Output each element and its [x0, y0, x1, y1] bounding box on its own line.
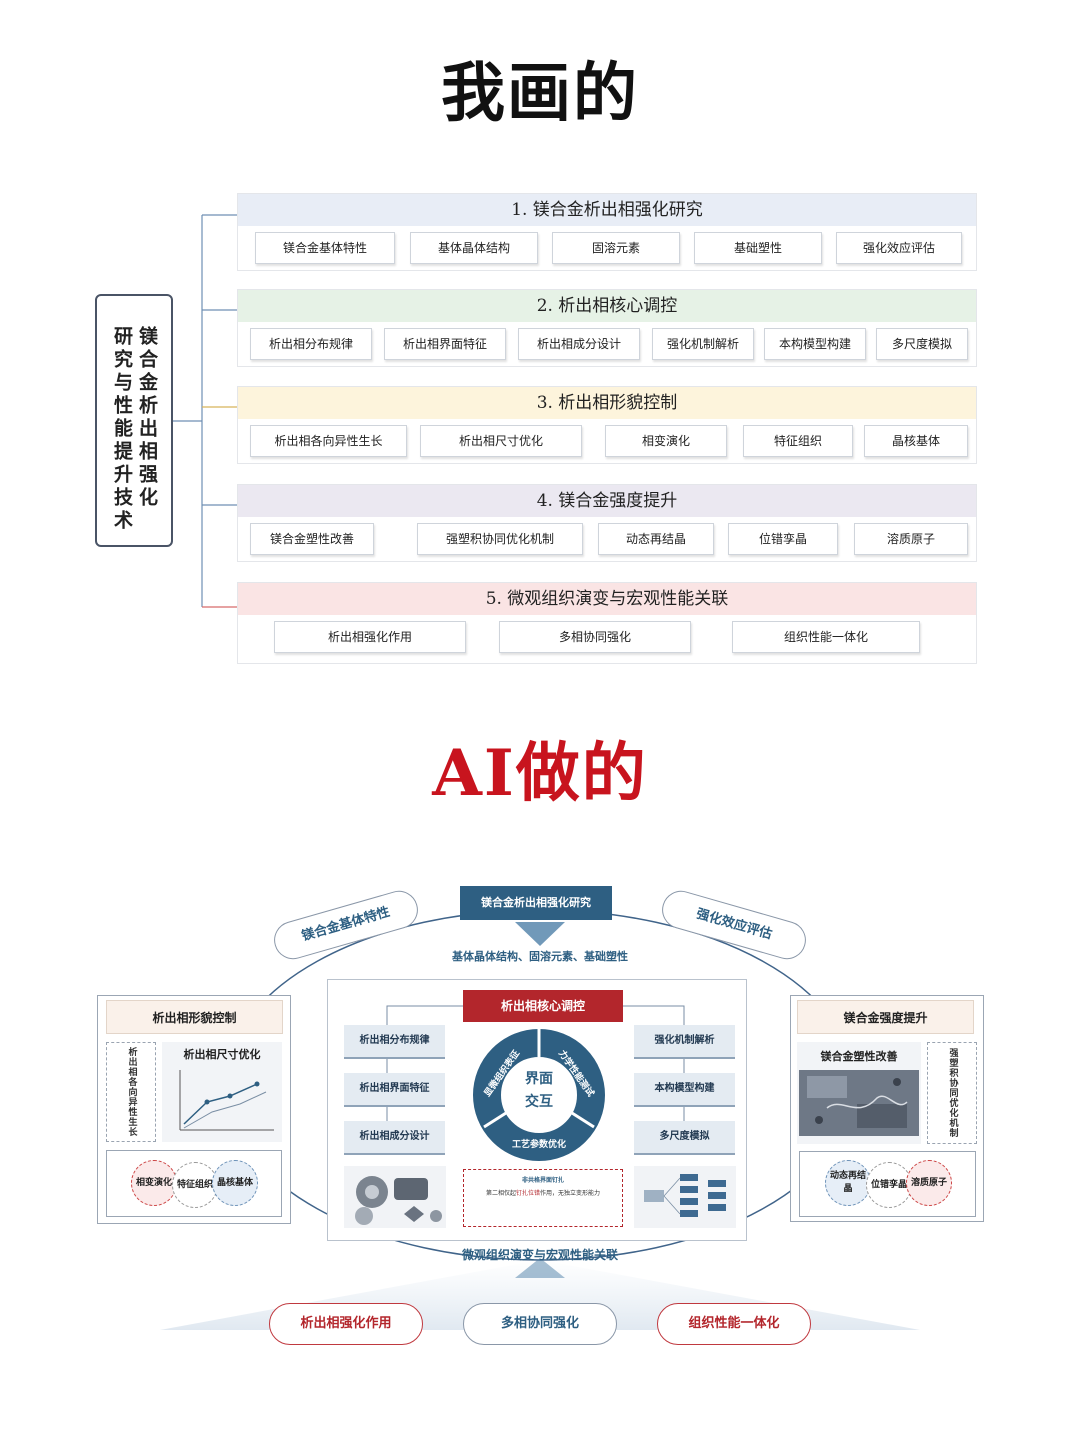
- chip-1-3: 固溶元素: [552, 232, 680, 264]
- bottom-caption: 微观组织演变与宏观性能关联: [461, 1248, 618, 1262]
- interface-ring: 界面 交互 显微组织表征 力学性能测试 工艺参数优化: [473, 1029, 605, 1161]
- bottom-pill-precipitation: 析出相强化作用: [269, 1303, 423, 1345]
- chip-5-2: 多相协同强化: [499, 621, 691, 653]
- note-title: 非共格界面钉扎: [521, 1177, 564, 1184]
- bottom-pill-multiphase: 多相协同强化: [463, 1303, 617, 1345]
- core-title-box: 析出相核心调控: [463, 990, 623, 1022]
- ring-center-line1: 界面: [525, 1071, 553, 1087]
- root-topic-line2: 研究与性能提升技术: [111, 326, 133, 533]
- core-item-distribution: 析出相分布规律: [344, 1025, 445, 1059]
- section-1: 1. 镁合金析出相强化研究 镁合金基体特性 基体晶体结构 固溶元素 基础塑性 强…: [237, 193, 977, 271]
- circle-feature-structure: 特征组织: [172, 1162, 218, 1208]
- right-vertical-label: 强塑积协同优化机制: [947, 1048, 958, 1138]
- core-item-multiscale: 多尺度模拟: [634, 1121, 735, 1155]
- plasticity-image-card: 镁合金塑性改善: [797, 1042, 921, 1144]
- size-chart-graph: [179, 1070, 274, 1131]
- chip-4-2: 强塑积协同优化机制: [417, 523, 583, 555]
- section-4-title: 4. 镁合金强度提升: [238, 485, 976, 517]
- component-image: [344, 1166, 446, 1228]
- chip-2-4: 强化机制解析: [652, 328, 754, 360]
- chip-2-6: 多尺度模拟: [876, 328, 968, 360]
- left-panel-title: 析出相形貌控制: [106, 1000, 283, 1034]
- root-topic-line1: 镁合金析出相强化: [136, 326, 158, 510]
- section-3: 3. 析出相形貌控制 析出相各向异性生长 析出相尺寸优化 相变演化 特征组织 晶…: [237, 386, 977, 464]
- chip-3-2: 析出相尺寸优化: [420, 425, 582, 457]
- chip-2-2: 析出相界面特征: [384, 328, 506, 360]
- circle-phase-evolution: 相变演化: [131, 1160, 177, 1206]
- right-panel-title: 镁合金强度提升: [797, 1000, 974, 1034]
- section-2: 2. 析出相核心调控 析出相分布规律 析出相界面特征 析出相成分设计 强化机制解…: [237, 289, 977, 367]
- size-chart-title: 析出相尺寸优化: [183, 1048, 261, 1061]
- chip-4-5: 溶质原子: [854, 523, 968, 555]
- chip-3-3: 相变演化: [605, 425, 727, 457]
- left-vertical-box: 析出相各向异性生长: [106, 1042, 156, 1142]
- chip-1-2: 基体晶体结构: [410, 232, 538, 264]
- circle-nucleus-matrix: 晶核基体: [212, 1160, 258, 1206]
- chip-2-1: 析出相分布规律: [250, 328, 372, 360]
- root-topic-box: 镁合金析出相强化 研究与性能提升技术: [95, 294, 173, 547]
- chip-3-1: 析出相各向异性生长: [250, 425, 407, 457]
- ring-label-process: 工艺参数优化: [512, 1138, 566, 1150]
- left-vertical-label: 析出相各向异性生长: [126, 1047, 137, 1137]
- section-4: 4. 镁合金强度提升 镁合金塑性改善 强塑积协同优化机制 动态再结晶 位错孪晶 …: [237, 484, 977, 562]
- chip-4-1: 镁合金塑性改善: [250, 523, 374, 555]
- chip-5-1: 析出相强化作用: [274, 621, 466, 653]
- circle-dynamic-recrystallization: 动态再结晶: [825, 1160, 871, 1206]
- note-text-b: 钉扎位错: [515, 1190, 540, 1197]
- core-item-constitutive: 本构模型构建: [634, 1073, 735, 1107]
- micrograph-image: [799, 1070, 919, 1136]
- section-2-title: 2. 析出相核心调控: [238, 290, 976, 322]
- interface-note-box: 非共格界面钉扎 第二相仅起钉扎位错作用，无独立变形能力: [463, 1169, 623, 1227]
- section-5: 5. 微观组织演变与宏观性能关联 析出相强化作用 多相协同强化 组织性能一体化: [237, 582, 977, 664]
- core-item-mechanism: 强化机制解析: [634, 1025, 735, 1059]
- size-chart-card: 析出相尺寸优化: [162, 1042, 282, 1142]
- note-text-a: 第二相仅起: [485, 1190, 516, 1197]
- flowchart-image: [634, 1166, 736, 1228]
- chip-4-4: 位错孪晶: [728, 523, 838, 555]
- tree-connectors: [173, 214, 237, 608]
- chip-1-4: 基础塑性: [694, 232, 822, 264]
- chip-5-3: 组织性能一体化: [732, 621, 920, 653]
- section-3-title: 3. 析出相形貌控制: [238, 387, 976, 419]
- chip-1-1: 镁合金基体特性: [255, 232, 395, 264]
- right-vertical-box: 强塑积协同优化机制: [927, 1042, 977, 1144]
- chip-1-5: 强化效应评估: [836, 232, 962, 264]
- chip-4-3: 动态再结晶: [598, 523, 714, 555]
- bottom-pill-integration: 组织性能一体化: [657, 1303, 811, 1345]
- core-item-composition: 析出相成分设计: [344, 1121, 445, 1155]
- circle-solute-atom: 溶质原子: [906, 1160, 952, 1206]
- ring-center-line2: 交互: [525, 1093, 553, 1110]
- core-connectors: [386, 1005, 685, 1121]
- heading-hand-drawn: 我画的: [441, 56, 639, 131]
- note-text-c: 作用，无独立变形能力: [540, 1190, 601, 1197]
- plasticity-title: 镁合金塑性改善: [820, 1050, 898, 1063]
- chip-3-5: 晶核基体: [864, 425, 968, 457]
- core-item-interface: 析出相界面特征: [344, 1073, 445, 1107]
- section-1-title: 1. 镁合金析出相强化研究: [238, 194, 976, 226]
- top-subtitle: 基体晶体结构、固溶元素、基础塑性: [452, 950, 628, 963]
- chip-2-3: 析出相成分设计: [518, 328, 640, 360]
- section-5-title: 5. 微观组织演变与宏观性能关联: [238, 583, 976, 615]
- chip-3-4: 特征组织: [743, 425, 853, 457]
- top-title-box: 镁合金析出相强化研究: [460, 886, 612, 920]
- heading-ai-made: AI做的: [432, 736, 648, 811]
- chip-2-5: 本构模型构建: [764, 328, 866, 360]
